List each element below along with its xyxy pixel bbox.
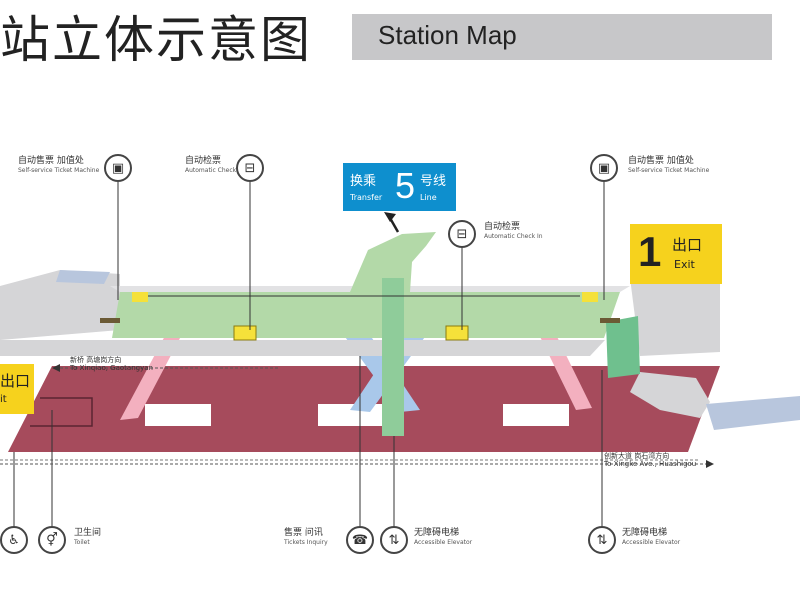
ticket-machine-block bbox=[132, 292, 148, 302]
exit-number: 1 bbox=[638, 228, 662, 275]
check-in-left-label: 自动检票 Automatic Check In bbox=[185, 156, 244, 174]
exit-left-label-en: it bbox=[0, 394, 7, 405]
main-walkway bbox=[0, 340, 605, 356]
direction-lower-label: 创新大道 岗石湾方向 To Xingke Ave., Huashigou bbox=[604, 452, 697, 468]
right-walkway bbox=[630, 278, 720, 356]
direction-upper-label: 新桥 高塘岗方向 To Xinqiao, Gaotangyan bbox=[70, 356, 153, 372]
platform-opening bbox=[318, 404, 384, 426]
left-walkway bbox=[0, 270, 120, 340]
exit-1-sign: 1 出口 Exit bbox=[630, 224, 722, 284]
transfer-line-number: 5 bbox=[395, 165, 416, 206]
fare-gate bbox=[233, 325, 257, 341]
concourse-level bbox=[112, 292, 620, 338]
elevator-icon: ⇅ bbox=[380, 526, 408, 554]
right-elevator-block bbox=[606, 316, 640, 378]
ticket-machine-block bbox=[582, 292, 598, 302]
exit-label-en: Exit bbox=[674, 258, 695, 271]
direction-arrow bbox=[706, 460, 714, 468]
transfer-arrow bbox=[388, 217, 400, 233]
wall-marker bbox=[100, 318, 120, 323]
ticket-machine-right-label: 自动售票 加值处 Self-service Ticket Machine bbox=[628, 156, 710, 174]
transfer-label-cn: 换乘 bbox=[350, 174, 377, 189]
blue-escalator bbox=[350, 320, 470, 412]
ticket-machine-icon: ▣ bbox=[590, 154, 618, 182]
platform-opening bbox=[145, 404, 211, 426]
right-exit-stairs bbox=[630, 372, 710, 418]
elevator-center-label: 无障碍电梯 Accessible Elevator bbox=[414, 528, 473, 546]
ticket-inquiry-label: 售票 问讯 Tickets Inquiry bbox=[284, 528, 328, 546]
platform-track-edge bbox=[30, 397, 93, 427]
fare-gate bbox=[445, 325, 469, 341]
accessible-icon: ♿ bbox=[0, 526, 28, 554]
title-bar bbox=[352, 14, 772, 60]
direction-arrow bbox=[52, 364, 60, 372]
left-walkway-stairs bbox=[56, 270, 110, 284]
transfer-arrow-head bbox=[384, 212, 396, 222]
toilet-icon: ⚥ bbox=[38, 526, 66, 554]
transfer-label-en: Transfer bbox=[350, 193, 383, 202]
right-exit-stairs bbox=[706, 396, 800, 430]
ticket-machine-icon: ▣ bbox=[104, 154, 132, 182]
line-label-en: Line bbox=[420, 193, 437, 202]
check-in-center-label: 自动检票 Automatic Check In bbox=[484, 222, 543, 240]
elevator-right-label: 无障碍电梯 Accessible Elevator bbox=[622, 528, 681, 546]
wall-marker bbox=[600, 318, 620, 323]
ticket-inquiry-icon: ☎ bbox=[346, 526, 374, 554]
line-label-cn: 号线 bbox=[420, 174, 447, 189]
exit-left-label-cn: 出口 bbox=[0, 372, 31, 390]
ticket-machine-left-label: 自动售票 加值处 Self-service Ticket Machine bbox=[18, 156, 100, 174]
transfer-ramp bbox=[350, 232, 436, 292]
transfer-sign: 换乘 Transfer 5 号线 Line bbox=[343, 163, 456, 211]
platform-opening bbox=[503, 404, 569, 426]
central-elevator-shaft bbox=[382, 278, 404, 436]
exit-label-cn: 出口 bbox=[672, 236, 703, 254]
exit-left-sign: 出口 it bbox=[0, 364, 34, 414]
page-title-cn: 站立体示意图 bbox=[0, 11, 312, 69]
check-in-icon: ⊟ bbox=[236, 154, 264, 182]
page-title-en: Station Map bbox=[378, 20, 517, 50]
toilet-label: 卫生间 Toilet bbox=[74, 528, 102, 546]
elevator-icon: ⇅ bbox=[588, 526, 616, 554]
check-in-icon: ⊟ bbox=[448, 220, 476, 248]
